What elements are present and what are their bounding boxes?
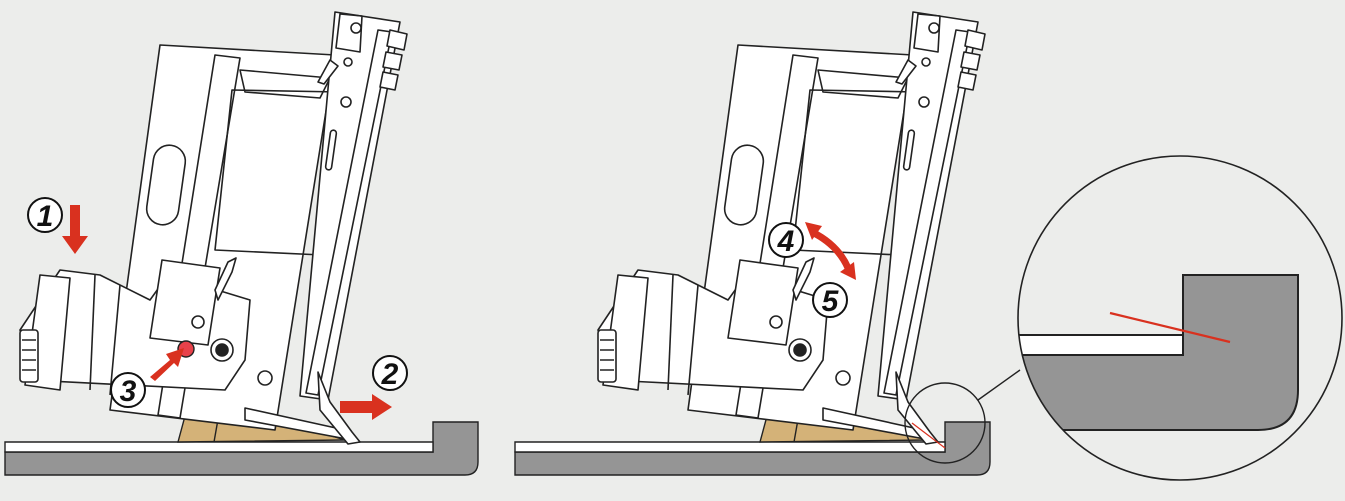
right-panel: 4 5 (514, 11, 1021, 476)
step-badge-4: 4 (768, 222, 804, 258)
step-badge-3: 3 (110, 372, 146, 408)
step-label-3: 3 (120, 375, 137, 408)
step-label-2: 2 (381, 358, 399, 391)
magnified-detail (1017, 155, 1343, 481)
arrow-up-right (150, 348, 184, 381)
floor-strip-right (514, 441, 946, 453)
workpiece-left (4, 421, 479, 476)
nail-line (1109, 311, 1231, 344)
step-badge-1: 1 (27, 197, 63, 233)
step-label-5: 5 (822, 285, 840, 318)
step-label-4: 4 (777, 225, 795, 258)
workpiece-right (514, 421, 991, 476)
detail-source-circle (904, 382, 986, 464)
step-label-1: 1 (37, 200, 54, 233)
step-badge-2: 2 (372, 355, 408, 391)
step-badge-5: 5 (812, 282, 848, 318)
magnified-workpiece (1018, 274, 1299, 431)
floor-strip-left (4, 441, 434, 453)
left-panel: 1 2 3 (4, 11, 479, 476)
detail-connector (977, 369, 1021, 401)
arrow-down (62, 205, 88, 254)
magnified-floor-strip (1018, 334, 1184, 356)
curved-double-arrow (810, 228, 852, 270)
arrow-right (340, 394, 392, 420)
